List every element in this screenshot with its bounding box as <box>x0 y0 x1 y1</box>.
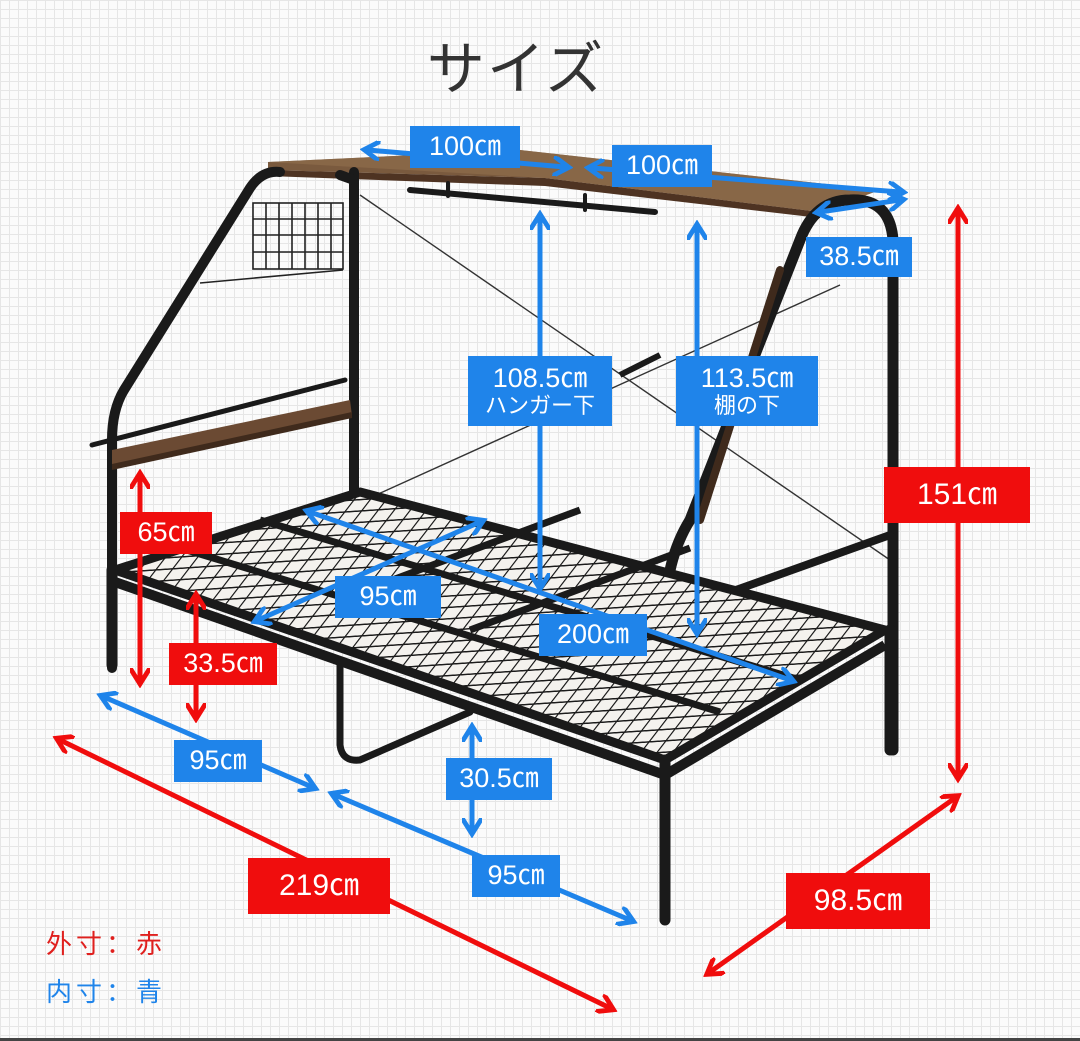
brace-turnbuckle <box>618 352 662 378</box>
dim-lower-bed-width: 95㎝ <box>174 740 262 782</box>
side-shelf <box>89 377 352 470</box>
dim-shelf-clearance-value: 113.5㎝ <box>700 362 794 393</box>
bottom-edge <box>0 1038 1080 1041</box>
dim-mattress-length: 200㎝ <box>539 614 647 656</box>
dim-shelf-clearance: 113.5㎝ 棚の下 <box>676 356 818 426</box>
legend-outer: 外寸：赤 <box>46 930 167 960</box>
dim-hanger-clearance-note: ハンガー下 <box>484 393 595 419</box>
dim-shelf-depth: 38.5㎝ <box>806 237 912 277</box>
dim-hanger-clearance: 108.5㎝ ハンガー下 <box>468 356 612 426</box>
dim-shelf-width-left: 100㎝ <box>410 126 520 168</box>
page-title: サイズ <box>426 35 606 103</box>
dim-lower-bed-clearance: 30.5㎝ <box>446 758 552 800</box>
dim-hanger-clearance-value: 108.5㎝ <box>492 362 588 393</box>
legend-inner: 内寸：青 <box>46 978 167 1008</box>
dim-lower-bed-length: 95㎝ <box>472 855 560 897</box>
dim-mattress-width: 95㎝ <box>335 576 441 618</box>
dim-side-shelf-height: 65㎝ <box>120 512 212 554</box>
dim-floor-to-deck: 33.5㎝ <box>169 643 277 685</box>
dim-shelf-clearance-note: 棚の下 <box>713 393 780 419</box>
legs <box>106 564 896 926</box>
bed-deck <box>110 487 890 781</box>
wire-grid-panel <box>199 202 344 284</box>
dim-total-length: 219㎝ <box>248 858 390 914</box>
dim-total-height: 151㎝ <box>884 467 1030 523</box>
dim-shelf-width-right: 100㎝ <box>612 145 712 187</box>
dim-total-width: 98.5㎝ <box>786 873 930 929</box>
